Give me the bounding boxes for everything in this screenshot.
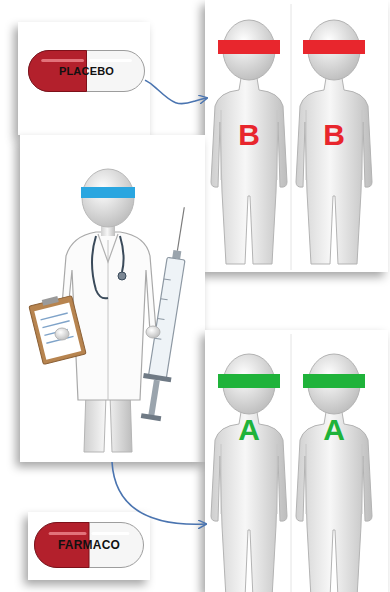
clipboard-board — [29, 296, 86, 365]
panel-divider — [291, 334, 292, 592]
group-letter: B — [292, 119, 376, 151]
syringe-barrel — [148, 257, 185, 378]
capsule-highlight — [93, 532, 128, 535]
eye-band — [218, 40, 280, 54]
coat-collar — [98, 234, 118, 262]
syringe-needle — [177, 207, 184, 250]
doctor-hand — [55, 328, 69, 340]
assignment-arrow — [145, 80, 207, 104]
figure-shape — [207, 344, 291, 592]
doctor-hand — [146, 326, 160, 338]
pill-capsule: FARMACO — [34, 522, 144, 568]
stethoscope — [92, 236, 108, 298]
doctor-figure — [28, 169, 198, 452]
subject-figure: B — [292, 10, 376, 270]
pill-card — [28, 512, 150, 580]
capsule-highlight — [50, 532, 85, 535]
clipboard — [28, 293, 86, 365]
assignment-arrow — [112, 462, 206, 524]
eye-band — [81, 187, 135, 198]
arm-line — [277, 444, 278, 514]
pill-card — [18, 22, 150, 135]
capsule-white-half — [29, 51, 145, 92]
paper-line — [42, 321, 69, 328]
syringe — [137, 205, 198, 422]
arm-line — [306, 444, 307, 514]
figure-body — [296, 78, 372, 264]
syringe-plunger — [148, 380, 160, 416]
arm-line — [362, 110, 363, 180]
coat-seam — [108, 240, 109, 400]
eye-band — [303, 374, 365, 388]
syringe-scale — [164, 279, 171, 280]
eye-band — [303, 40, 365, 54]
syringe-scale — [161, 299, 168, 300]
eye-band — [218, 374, 280, 388]
paper-line — [41, 313, 68, 320]
arm-line — [221, 444, 222, 514]
subject-figure: A — [292, 344, 376, 592]
pill-capsule: PLACEBO — [28, 50, 145, 92]
group-letter: A — [292, 414, 376, 446]
figure-shape — [292, 344, 376, 592]
clipboard-clip — [42, 296, 59, 306]
arm-line — [306, 110, 307, 180]
arm-line — [362, 444, 363, 514]
capsule-white-half — [35, 523, 144, 568]
group-letter: B — [207, 119, 291, 151]
clipboard-paper — [34, 302, 81, 359]
syringe-plunger — [141, 413, 162, 421]
syringe-scale — [154, 338, 161, 339]
arm-line — [221, 110, 222, 180]
group-panel — [205, 0, 388, 272]
panel-divider — [291, 4, 292, 270]
subject-figure: B — [207, 10, 291, 270]
doctor-panel — [20, 135, 205, 462]
figure-body — [211, 78, 287, 264]
stethoscope — [118, 272, 126, 280]
syringe-scale — [158, 318, 165, 319]
doctor-head — [82, 169, 134, 227]
group-letter: A — [207, 414, 291, 446]
subject-figure: A — [207, 344, 291, 592]
capsule-highlight — [91, 59, 131, 62]
pill-label: PLACEBO — [28, 50, 145, 92]
stethoscope — [120, 236, 124, 272]
pill-label: FARMACO — [34, 522, 144, 568]
arm-line — [277, 110, 278, 180]
capsule-highlight — [43, 59, 83, 62]
